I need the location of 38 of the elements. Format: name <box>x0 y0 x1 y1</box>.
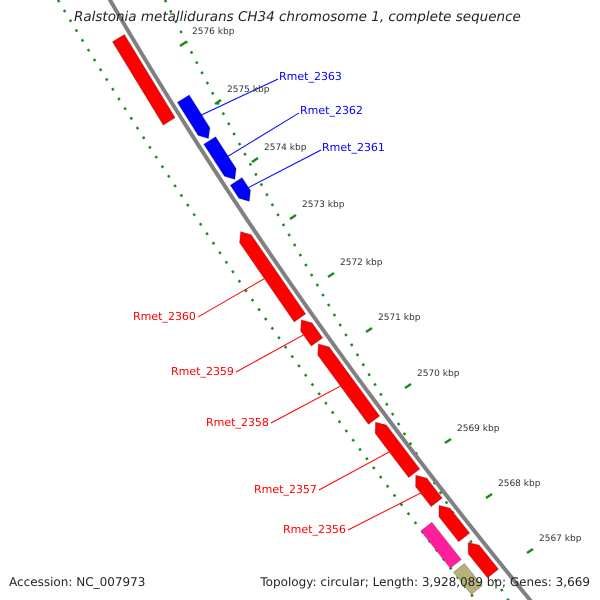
leader-line <box>318 451 390 490</box>
scale-label: 2569 kbp <box>457 424 500 435</box>
scale-label: 2575 kbp <box>227 85 270 96</box>
gene-feature <box>176 94 210 140</box>
scale-label: 2576 kbp <box>192 27 234 38</box>
gene-feature <box>317 343 380 426</box>
gene-feature <box>438 504 470 542</box>
leader-line <box>228 112 300 157</box>
scale-label: 2570 kbp <box>417 369 460 380</box>
gene-label: Rmet_2358 <box>206 416 269 430</box>
scale-label: 2568 kbp <box>498 479 540 490</box>
leader-line <box>201 78 278 116</box>
leader-line <box>270 386 341 424</box>
gene-label: Rmet_2360 <box>133 310 196 324</box>
gene-feature <box>239 231 306 323</box>
scale-label: 2567 kbp <box>539 534 582 545</box>
gene-label: Rmet_2361 <box>322 141 385 155</box>
leader-line <box>348 492 422 530</box>
scale-label: 2572 kbp <box>340 258 382 269</box>
gene-feature <box>420 522 462 569</box>
gene-label: Rmet_2362 <box>300 104 363 118</box>
gene-label: Rmet_2357 <box>254 483 317 497</box>
gene-feature <box>415 474 443 508</box>
gene-label: Rmet_2359 <box>171 365 234 379</box>
gene-feature <box>112 34 176 126</box>
gene-feature <box>374 422 420 478</box>
leader-line <box>236 334 304 372</box>
scale-label: 2574 kbp <box>264 143 306 154</box>
accession-text: Accession: NC_007973 <box>9 574 146 590</box>
gene-feature <box>203 136 237 180</box>
gene-label: Rmet_2356 <box>283 523 346 537</box>
leader-line <box>248 150 322 188</box>
leader-line <box>198 278 265 318</box>
scale-label: 2573 kbp <box>302 200 344 211</box>
gene-feature <box>230 176 252 202</box>
gene-feature <box>300 319 324 347</box>
scale-label: 2571 kbp <box>378 313 420 324</box>
gene-label: Rmet_2363 <box>279 70 342 84</box>
